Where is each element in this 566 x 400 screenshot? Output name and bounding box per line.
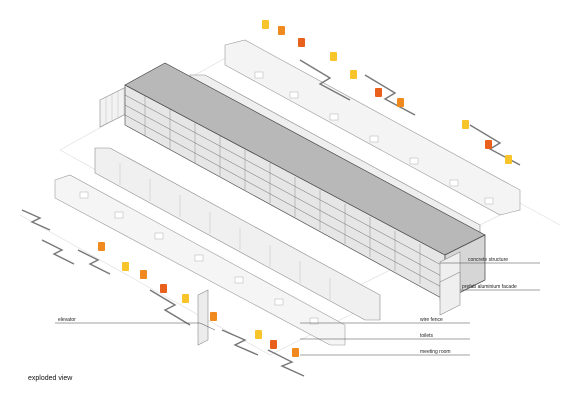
front-perforated-wall	[54, 174, 346, 346]
pods	[98, 20, 512, 357]
label-concrete-structure: concrete structure	[468, 257, 509, 263]
elevator-core	[197, 289, 209, 346]
label-prefab-facade: prefab aluminium facade	[462, 284, 517, 290]
label-meeting-room: meeting room	[420, 349, 451, 355]
label-elevator: elevator	[58, 317, 76, 323]
stair-ramps	[21, 59, 521, 377]
facade-strip-front	[94, 147, 381, 321]
label-wire-fence: wire fence	[420, 317, 443, 323]
leader-lines	[55, 262, 540, 356]
rear-perforated-wall	[224, 39, 521, 216]
facade-panels-right	[439, 251, 461, 316]
label-toilets: toilets	[420, 333, 434, 339]
caption: exploded view	[28, 375, 73, 382]
concrete-structure	[124, 62, 486, 301]
